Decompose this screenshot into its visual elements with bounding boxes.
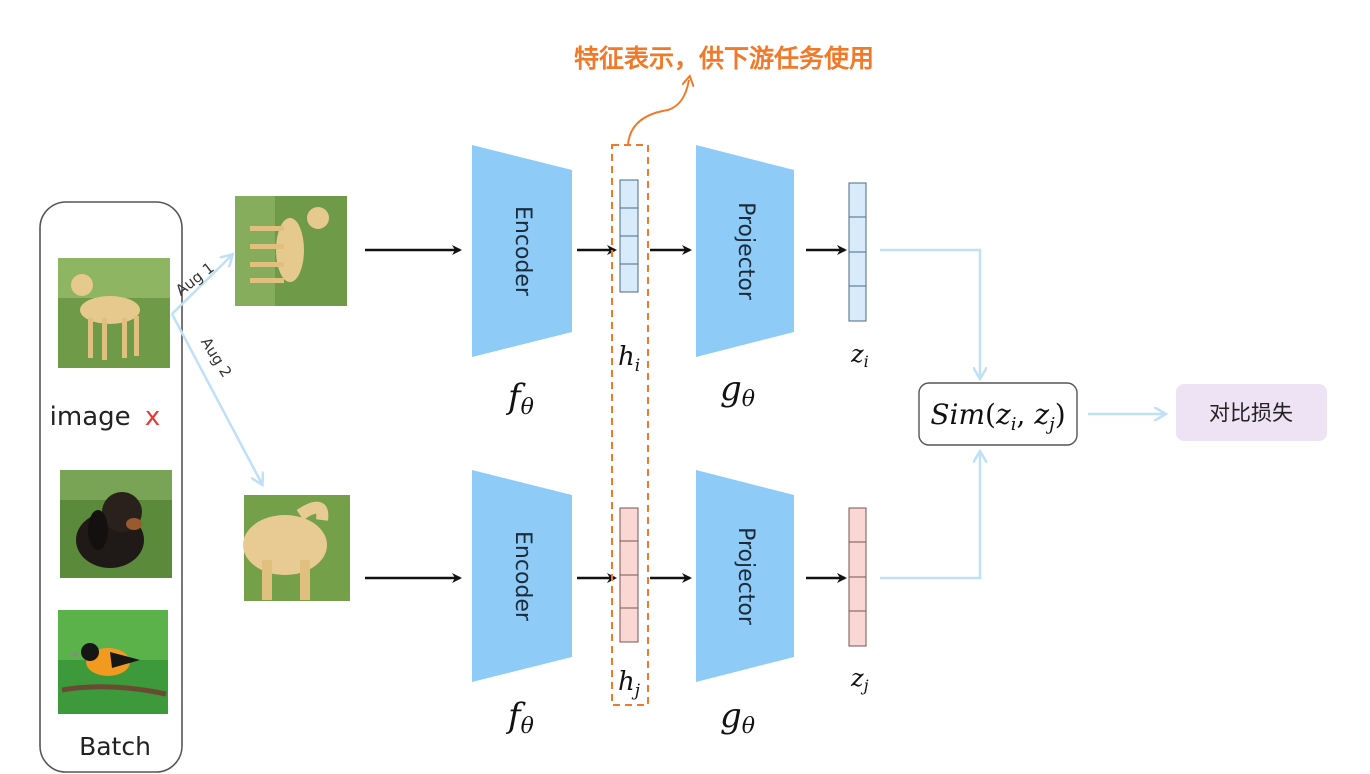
z-j-label: zj [850,664,869,695]
annotation-title: 特征表示，供下游任务使用 [574,44,874,73]
projector-func-bottom: gθ [720,696,755,739]
dog-labrador-image [58,258,170,368]
augmented-image-bottom [243,495,350,601]
bird-oriole-image [58,610,168,714]
contrastive-loss-box [1176,384,1327,441]
similarity-box [918,382,1078,446]
batch-label: Batch [79,732,151,761]
h-j-label: hj [618,667,641,701]
h-i-vector [619,179,639,293]
encoder-block-top [472,145,572,357]
projector-block-bottom [696,470,794,682]
encoder-func-bottom: fθ [505,696,534,739]
encoder-label-bottom: Encoder [510,531,535,622]
projector-label-top: Projector [733,202,758,301]
similarity-formula: Sim(zi, zj) [930,398,1065,435]
encoder-func-top: fθ [505,377,534,420]
h-j-vector [619,507,639,643]
image-label-text: image [50,402,131,432]
dog-puppy-image [60,470,172,578]
projector-block-top [696,145,794,357]
encoder-label-top: Encoder [510,206,535,297]
projector-label-bottom: Projector [733,527,758,626]
image-label: image x [50,402,161,432]
aug2-arrow [170,313,262,484]
augmented-image-top [235,196,347,306]
image-variable-x: x [145,402,160,432]
encoder-block-bottom [472,470,572,682]
z-i-label: zi [850,340,869,371]
projector-func-top: gθ [720,369,755,412]
batch-container [39,201,183,773]
connector-z-j-to-sim [880,452,980,580]
connector-z-i-to-sim [880,248,980,378]
contrastive-loss-label: 对比损失 [1209,401,1293,425]
aug1-label: Aug 1 [172,259,217,300]
z-i-vector [848,182,867,322]
h-i-label: hi [618,342,640,376]
z-j-vector [848,507,867,647]
aug1-arrow [171,255,232,315]
feature-representation-dashed-box [611,144,649,706]
annotation-curve-arrow [627,80,689,146]
